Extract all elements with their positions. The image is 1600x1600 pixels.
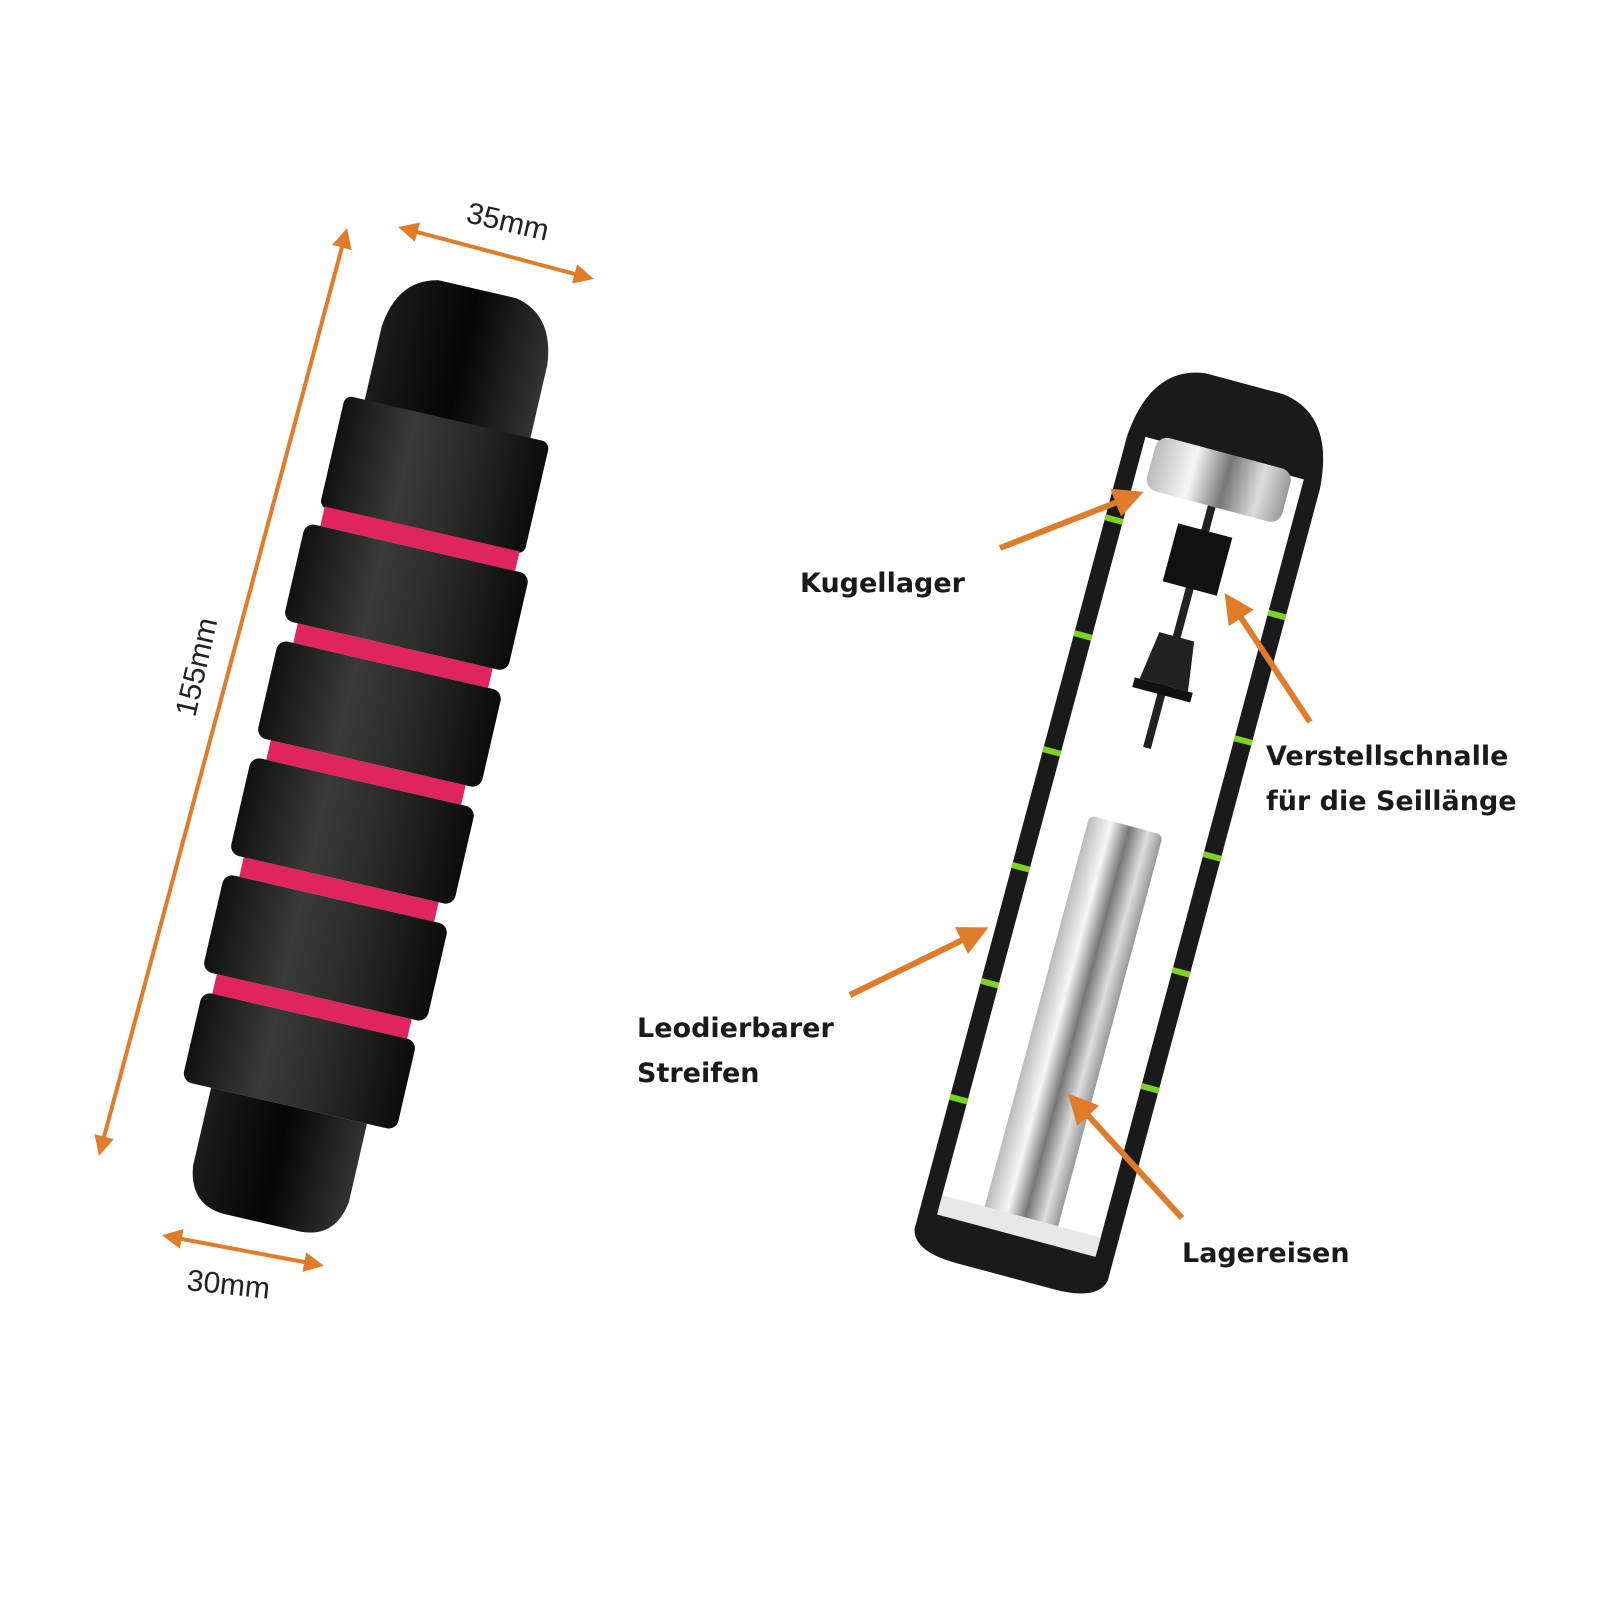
dimension-bottom-width: 30mm [185,1264,271,1306]
dimension-length: 155mm [170,615,225,720]
label-ball-bearing: Kugellager [800,568,966,599]
label-adjuster-line2: für die Seillänge [1266,786,1517,817]
dimension-top-width: 35mm [463,197,552,248]
bottom-width-arrow [162,1229,324,1272]
strip-arrow [848,927,989,998]
label-strip-line2: Streifen [637,1058,760,1089]
adjuster-arrow [1224,592,1313,724]
handle-cutaway [914,372,1324,1294]
green-gaps [949,514,1287,1105]
label-strip-line1: Leodierbarer [637,1013,834,1044]
label-bearing-iron: Lagereisen [1182,1238,1350,1269]
ball-bearing-arrow [998,488,1144,551]
label-adjuster-line1: Verstellschnalle [1266,741,1508,772]
bearing-tube [982,816,1162,1240]
ball-bearing [1146,437,1291,522]
bearing-iron-arrow [1067,1093,1185,1221]
length-arrow [94,228,352,1156]
top-width-arrow [398,222,594,284]
handle-exterior [183,280,549,1233]
